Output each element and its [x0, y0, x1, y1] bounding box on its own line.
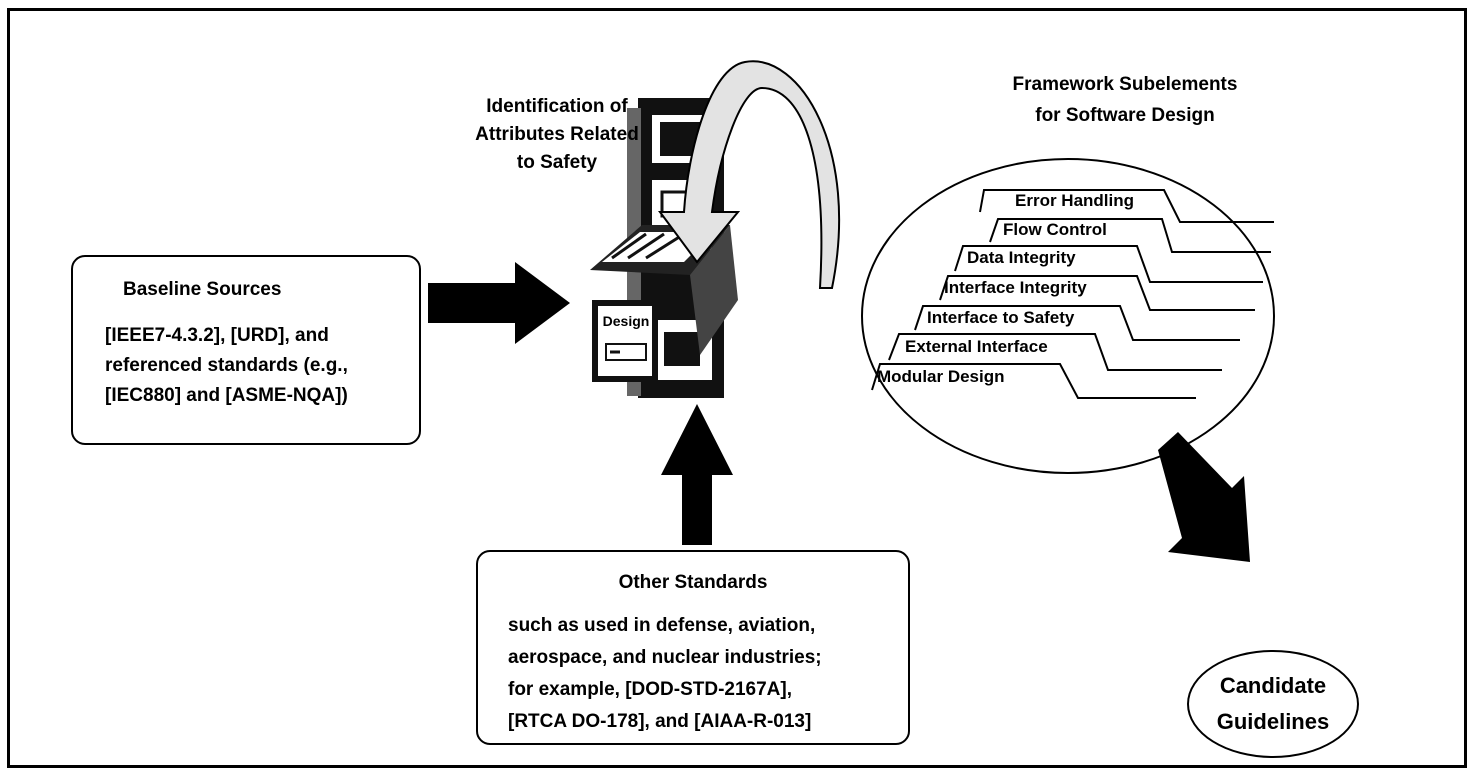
subelement-external-interface: External Interface — [905, 337, 1048, 356]
curved-arrow-framework-to-cabinet — [658, 60, 841, 289]
arrow-other-to-cabinet — [661, 404, 733, 545]
other-title: Other Standards — [618, 572, 768, 593]
other-line-4: [RTCA DO-178], and [AIAA-R-013] — [508, 711, 812, 732]
framework-label: Framework Subelements for Software Desig… — [1000, 69, 1250, 131]
framework-line-1: Framework Subelements — [1012, 74, 1238, 95]
other-line-3: for example, [DOD-STD-2167A], — [508, 679, 793, 700]
subelement-flow-control: Flow Control — [1003, 220, 1107, 239]
other-standards-box: Other Standards such as used in defense,… — [476, 550, 910, 745]
baseline-line-3: [IEC880] and [ASME-NQA]) — [105, 385, 348, 406]
arrow-baseline-to-cabinet — [428, 262, 570, 344]
candidate-line-1: Candidate — [1219, 673, 1327, 698]
subelement-interface-integrity: Interface Integrity — [944, 278, 1087, 297]
baseline-line-1: [IEEE7-4.3.2], [URD], and — [105, 325, 329, 346]
arrow-to-candidate — [1158, 432, 1250, 562]
identification-line-3: to Safety — [516, 152, 598, 173]
baseline-sources-box: Baseline Sources [IEEE7-4.3.2], [URD], a… — [71, 255, 421, 445]
other-line-2: aerospace, and nuclear industries; — [508, 647, 822, 668]
baseline-body: [IEEE7-4.3.2], [URD], and referenced sta… — [105, 321, 419, 411]
subelement-modular-design: Modular Design — [877, 367, 1005, 386]
framework-ellipse — [861, 158, 1275, 474]
identification-line-2: Attributes Related — [475, 124, 639, 145]
baseline-title: Baseline Sources — [123, 279, 282, 300]
other-line-1: such as used in defense, aviation, — [508, 615, 816, 636]
baseline-line-2: referenced standards (e.g., — [105, 355, 348, 376]
other-body: such as used in defense, aviation, aeros… — [508, 610, 908, 738]
diagram-frame — [7, 8, 1467, 768]
subelement-interface-to-safety: Interface to Safety — [927, 308, 1075, 327]
identification-line-1: Identification of — [486, 96, 628, 117]
candidate-guidelines-ellipse: Candidate Guidelines — [1187, 650, 1359, 758]
candidate-line-2: Guidelines — [1216, 709, 1330, 734]
subelement-staircase — [871, 189, 1274, 399]
identification-label: Identification of Attributes Related to … — [442, 93, 672, 177]
subelement-data-integrity: Data Integrity — [967, 248, 1076, 267]
framework-line-2: for Software Design — [1035, 105, 1215, 126]
drawer-design-label: Design — [602, 313, 650, 329]
subelement-error-handling: Error Handling — [1015, 191, 1135, 210]
